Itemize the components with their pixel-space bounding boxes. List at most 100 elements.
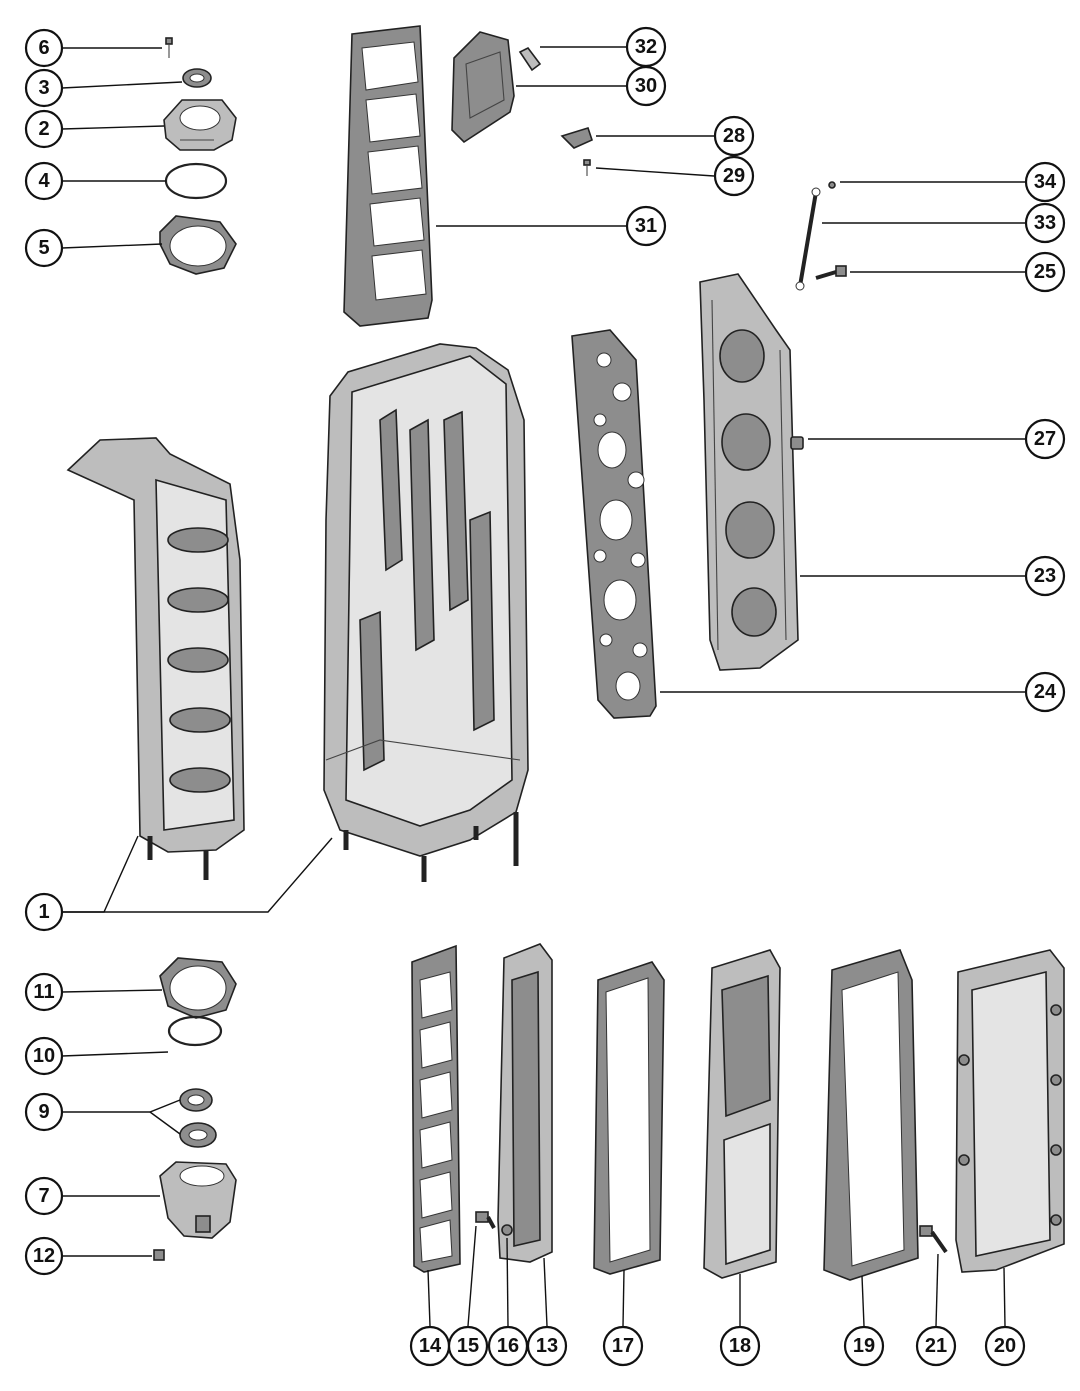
leader-9b xyxy=(149,1111,181,1135)
svg-text:4: 4 xyxy=(38,170,50,192)
callout-bubbles: 6 3 2 4 5 32 30 28 29 31 34 33 25 27 23 … xyxy=(24,26,1066,1367)
callout-7: 7 xyxy=(24,1176,64,1216)
svg-text:25: 25 xyxy=(1034,261,1056,283)
svg-text:19: 19 xyxy=(853,1335,875,1357)
svg-text:24: 24 xyxy=(1034,681,1057,703)
part-5-gasket xyxy=(159,215,237,275)
svg-text:27: 27 xyxy=(1034,428,1056,450)
part-6-screw xyxy=(165,37,173,58)
callout-16: 16 xyxy=(487,1325,529,1367)
part-1-cylinder-block xyxy=(323,343,529,882)
leader-3 xyxy=(61,81,183,89)
callout-3: 3 xyxy=(24,68,64,108)
callout-11: 11 xyxy=(24,972,64,1012)
callout-10: 10 xyxy=(24,1036,64,1076)
svg-text:31: 31 xyxy=(635,215,657,237)
part-4-oring xyxy=(164,162,228,200)
leader-20 xyxy=(1003,1267,1006,1327)
svg-text:33: 33 xyxy=(1034,212,1056,234)
part-3-seal xyxy=(182,68,212,88)
part-7-lower-housing xyxy=(159,1161,237,1239)
svg-text:29: 29 xyxy=(723,165,745,187)
part-34-33-linkage xyxy=(795,181,836,291)
leader-lines xyxy=(61,46,1026,1327)
svg-text:3: 3 xyxy=(38,77,49,99)
part-29-screw xyxy=(583,159,591,176)
part-10-oring xyxy=(167,1015,223,1047)
svg-text:21: 21 xyxy=(925,1335,947,1357)
leader-15 xyxy=(467,1225,477,1327)
leader-1b xyxy=(62,837,333,913)
callout-9: 9 xyxy=(24,1092,64,1132)
svg-text:7: 7 xyxy=(38,1185,49,1207)
svg-text:9: 9 xyxy=(38,1101,49,1123)
svg-text:2: 2 xyxy=(38,118,49,140)
part-2-housing xyxy=(163,99,237,151)
part-30-reed-cover xyxy=(451,31,515,144)
svg-text:1: 1 xyxy=(38,901,49,923)
svg-text:18: 18 xyxy=(729,1335,751,1357)
svg-text:14: 14 xyxy=(419,1335,442,1357)
svg-text:30: 30 xyxy=(635,75,657,97)
part-18-cover xyxy=(703,949,781,1279)
leader-17 xyxy=(622,1269,625,1327)
svg-text:20: 20 xyxy=(994,1335,1016,1357)
leader-16 xyxy=(506,1237,509,1327)
part-21-screw xyxy=(919,1225,948,1254)
part-14-gasket xyxy=(411,944,461,1273)
callout-15: 15 xyxy=(447,1325,489,1367)
part-15-screw xyxy=(475,1211,496,1229)
callout-27: 27 xyxy=(1024,418,1066,460)
svg-text:13: 13 xyxy=(536,1335,558,1357)
svg-text:17: 17 xyxy=(612,1335,634,1357)
callout-2: 2 xyxy=(24,109,64,149)
part-13-plate xyxy=(497,943,553,1263)
svg-text:23: 23 xyxy=(1034,565,1056,587)
svg-text:16: 16 xyxy=(497,1335,519,1357)
callout-1: 1 xyxy=(24,892,64,932)
part-23-cylinder-head xyxy=(699,273,799,671)
svg-text:15: 15 xyxy=(457,1335,479,1357)
part-25-screw xyxy=(815,265,847,280)
svg-text:34: 34 xyxy=(1034,171,1057,193)
svg-text:10: 10 xyxy=(33,1045,55,1067)
callout-25: 25 xyxy=(1024,251,1066,293)
part-31-reed-gasket xyxy=(343,25,433,327)
callout-31: 31 xyxy=(625,205,667,247)
leader-1a xyxy=(62,835,139,913)
callout-21: 21 xyxy=(915,1325,957,1367)
part-16-washer xyxy=(501,1224,513,1236)
leader-14 xyxy=(427,1269,431,1327)
callout-28: 28 xyxy=(713,115,755,157)
leader-9a xyxy=(62,1099,181,1113)
callout-32: 32 xyxy=(625,26,667,68)
callout-34: 34 xyxy=(1024,161,1066,203)
callout-17: 17 xyxy=(602,1325,644,1367)
svg-text:5: 5 xyxy=(38,237,49,259)
callout-19: 19 xyxy=(843,1325,885,1367)
svg-text:32: 32 xyxy=(635,36,657,58)
part-1-crankcase xyxy=(66,437,245,880)
part-24-head-gasket xyxy=(571,329,657,719)
part-19-gasket xyxy=(823,949,919,1281)
leader-11 xyxy=(61,989,163,993)
callout-4: 4 xyxy=(24,161,64,201)
part-11-gasket xyxy=(159,957,237,1019)
callout-13: 13 xyxy=(526,1325,568,1367)
callout-30: 30 xyxy=(625,65,667,107)
callout-12: 12 xyxy=(24,1236,64,1276)
callout-18: 18 xyxy=(719,1325,761,1367)
callout-33: 33 xyxy=(1024,202,1066,244)
callout-23: 23 xyxy=(1024,555,1066,597)
callout-29: 29 xyxy=(713,155,755,197)
callout-24: 24 xyxy=(1024,671,1066,713)
leader-10 xyxy=(61,1051,169,1057)
leader-21 xyxy=(935,1253,939,1327)
leader-2 xyxy=(61,125,165,130)
callout-14: 14 xyxy=(409,1325,451,1367)
part-9-seals xyxy=(179,1088,217,1148)
leader-13 xyxy=(543,1257,548,1327)
leader-19 xyxy=(861,1275,865,1327)
part-28-clip xyxy=(560,127,593,149)
